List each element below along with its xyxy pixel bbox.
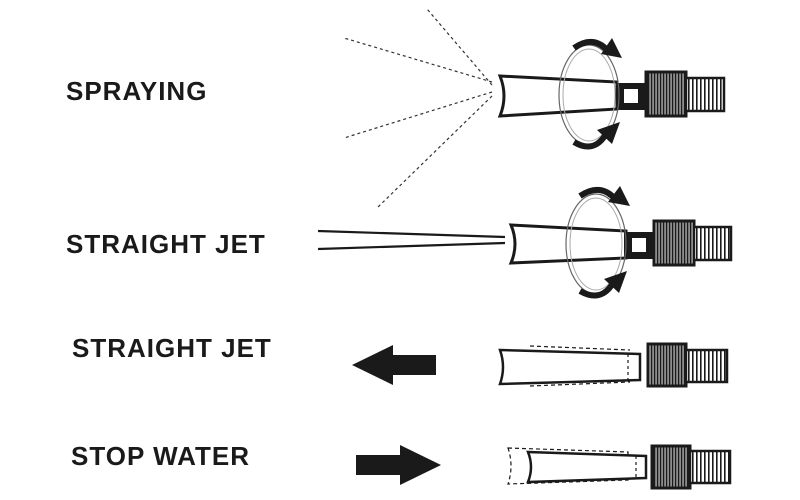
nozzle-stop-water [507, 444, 732, 490]
spray-pattern-lines [343, 8, 493, 209]
label-stop-water: STOP WATER [71, 441, 251, 471]
nozzle-straight-jet-rotate [508, 219, 733, 267]
nozzle-spraying [497, 70, 726, 118]
rotate-arrows-icon [558, 38, 622, 150]
arrow-left-icon [352, 345, 436, 385]
nozzle-straight-jet-push [498, 342, 729, 388]
arrow-right-icon [356, 445, 441, 485]
label-straight-jet-rotate: STRAIGHT JET [66, 229, 266, 259]
label-straight-jet-push: STRAIGHT JET [72, 333, 272, 363]
label-spraying: SPRAYING [66, 76, 208, 106]
rotate-arrows-icon [565, 186, 630, 299]
straight-jet-lines [317, 229, 506, 251]
